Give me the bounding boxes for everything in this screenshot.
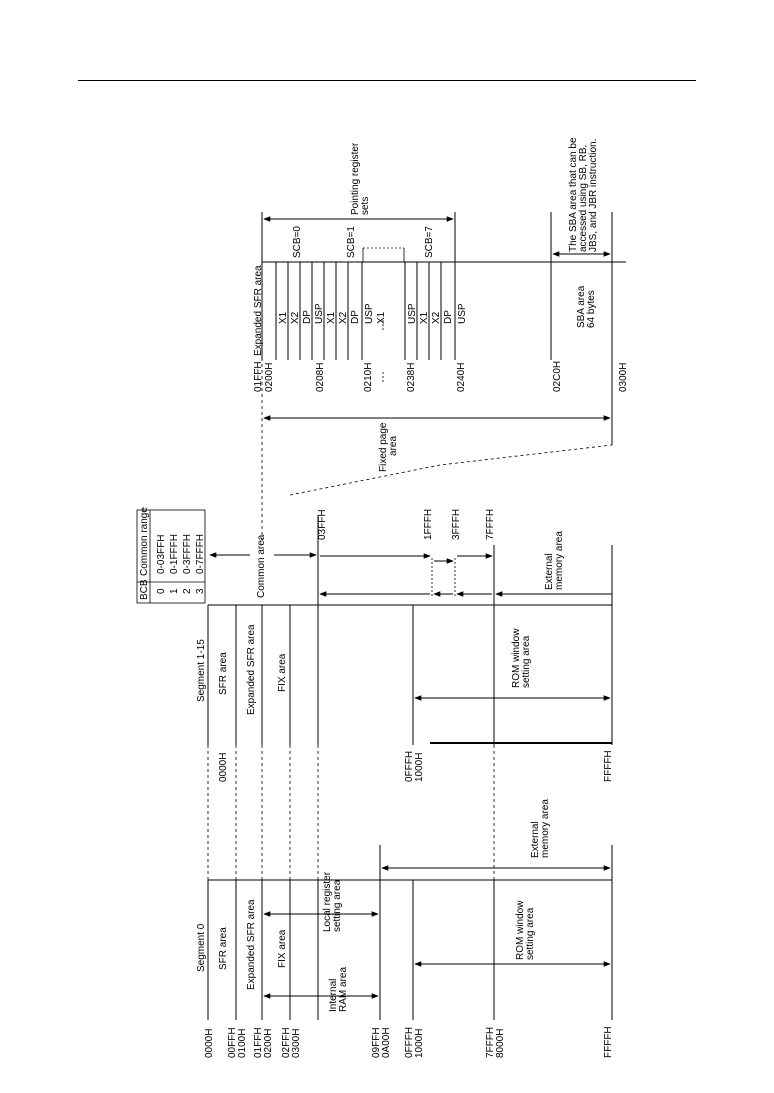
bcb-row-1-range: 0-1FFFH [169,534,180,574]
seg0-local-register-line1: Local register [322,871,333,932]
bcb-row-2-range: 0-3FFFH [182,534,193,574]
fp-reg-x1-b: X1 [326,311,337,324]
seg0-addr-1000: 1000H [414,1029,425,1058]
seg0-expanded-sfr-area: Expanded SFR area [246,899,257,990]
seg0-addr-ffff: FFFFH [603,1026,614,1058]
segment0-addresses: 0000H 00FFH 0100H 01FFH 0200H 02FFH 0300… [204,1026,614,1058]
seg0-sfr-area: SFR area [218,927,229,970]
segment1-15-title: Segment 1-15 [196,639,207,702]
fp-reg-x2-b: X2 [338,311,349,324]
seg0-addr-0a00: 0A00H [381,1027,392,1058]
fixed-page-label-line2: area [388,436,399,456]
seg1-end-3fff: 3FFFH [451,509,462,540]
bcb-table: BCB Common range 0 0-03FFH 1 0-1FFFH 2 0… [136,507,206,604]
bcb-row-3-range: 0-7FFFH [195,534,206,574]
seg0-addr-0300: 0300H [291,1029,302,1058]
fixed-page-addresses: 01FFH 0200H 0208H 0210H 0238H 0240H 02C0… [253,361,629,392]
seg1-sfr-area: SFR area [218,652,229,695]
fp-addr-01ff: 01FFH [253,361,264,392]
seg0-local-register-line2: setting area [332,879,343,932]
seg0-rom-window-line2: setting area [525,907,536,960]
fp-sba-note-line3: JBS, and JBR instruction. [588,139,599,252]
seg0-addr-0000: 0000H [204,1029,215,1058]
fp-pointing-line2: sets [360,197,371,215]
seg0-addr-0fff: 0FFFH [404,1027,415,1058]
seg0-addr-8000: 8000H [495,1029,506,1058]
seg0-internal-ram-line1: Internal [328,979,339,1012]
fp-addr-02c0: 02C0H [552,361,563,392]
fp-reg-usp-c: USP [407,303,418,324]
segment1-15-map: 0000H 0FFFH 1000H FFFFH 03FFH 1FFFH 3FFF… [196,509,614,782]
bcb-header: BCB [139,579,150,600]
common-range-header: Common range [139,507,150,576]
fp-sba-area-line1: SBA area [576,285,587,328]
fixed-page-label-line1: Fixed page [378,422,389,472]
seg0-addr-01ff: 01FFH [253,1027,264,1058]
fp-addr-0240: 0240H [456,363,467,392]
fp-reg-usp-b: USP [364,303,375,324]
fp-reg-usp-a: USP [314,303,325,324]
seg1-external-memory-line2: memory area [554,531,565,590]
fp-scb1-label: SCB=1 [346,226,357,258]
seg1-rom-window-line1: ROM window [511,628,522,688]
seg1-fix-area: FIX area [277,653,288,692]
fp-pointing-line1: Pointing register [350,142,361,215]
page-header-rule [78,80,696,81]
fixed-page-map: Fixed page area 01FFH 0200H 0208H 0210H … [253,137,629,545]
fp-addr-0200: 0200H [264,363,275,392]
fp-reg-dp-d: DP [443,310,454,324]
seg1-addr-0fff: 0FFFH [404,751,415,782]
fp-reg-x2-d: X2 [431,311,442,324]
fp-addr-0300: 0300H [618,363,629,392]
seg1-rom-window-line2: setting area [521,635,532,688]
seg1-common-area: Common area [256,534,267,598]
fp-sba-note-line1: The SBA area that can be [568,137,579,252]
seg0-addr-02ff: 02FFH [281,1027,292,1058]
seg0-addr-00ff: 00FFH [227,1027,238,1058]
fp-addr-0210: 0210H [363,363,374,392]
bcb-row-0-range: 0-03FFH [156,535,167,574]
fp-reg-x1-d: X1 [419,311,430,324]
fp-sba-area-line2: 64 bytes [586,290,597,328]
fp-addr-0238: 0238H [406,363,417,392]
seg0-rom-window-line1: ROM window [515,900,526,960]
bcb-row-3-bcb: 3 [195,588,206,594]
fp-addr-0208: 0208H [315,363,326,392]
seg0-addr-0100: 0100H [237,1029,248,1058]
bcb-row-0-bcb: 0 [156,588,167,594]
segment0-title: Segment 0 [196,923,207,972]
seg1-end-1fff: 1FFFH [423,509,434,540]
fp-reg-dp-a: DP [302,310,313,324]
fp-scb7-label: SCB=7 [424,226,435,258]
fp-expanded-sfr-area: Expanded SFR area [253,265,264,356]
fp-reg-x2-a: X2 [290,311,301,324]
segment0-map: 0000H 00FFH 0100H 01FFH 0200H 02FFH 0300… [196,745,614,1058]
seg0-addr-7fff: 7FFFH [485,1027,496,1058]
seg1-end-03ff: 03FFH [317,509,328,540]
fp-reg-x1-c: X1 [376,311,387,324]
fp-reg-x1-a: X1 [278,311,289,324]
seg0-external-memory-line1: External [530,821,541,858]
bcb-row-1-bcb: 1 [169,588,180,594]
seg1-addr-0000: 0000H [218,753,229,782]
fp-scb0-label: SCB=0 [292,226,303,258]
segment1-15-addresses: 0000H 0FFFH 1000H FFFFH 03FFH 1FFFH 3FFF… [218,509,614,782]
seg1-expanded-sfr-area: Expanded SFR area [246,624,257,715]
seg0-addr-0200: 0200H [263,1029,274,1058]
seg0-external-memory-line2: memory area [540,799,551,858]
seg1-end-7fff: 7FFFH [485,509,496,540]
seg1-addr-ffff: FFFFH [603,750,614,782]
seg0-internal-ram-line2: RAM area [338,967,349,1012]
bcb-row-2-bcb: 2 [182,588,193,594]
fp-reg-dp-b: DP [350,310,361,324]
seg0-addr-09ff: 09FFH [371,1027,382,1058]
fp-sba-note-line2: accessed using SB, RB, [578,145,589,252]
seg1-addr-1000: 1000H [414,753,425,782]
seg0-fix-area: FIX area [277,929,288,968]
seg1-external-memory-line1: External [544,553,555,590]
fp-reg-usp-d: USP [457,303,468,324]
